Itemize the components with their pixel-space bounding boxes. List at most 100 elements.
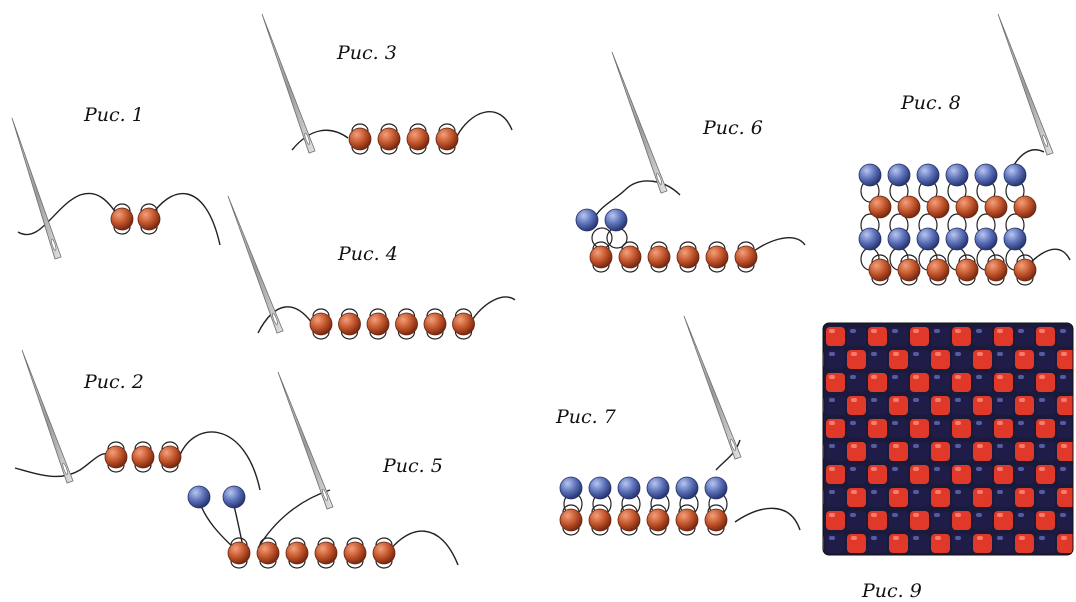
fig8-row2-bead: [868, 195, 892, 219]
fig7-bead: [559, 508, 583, 532]
fig7-bead: [588, 508, 612, 532]
fig5-needle-shaft: [277, 371, 334, 510]
fig1-bead: [137, 207, 161, 231]
fig2-bead: [104, 445, 128, 469]
fig6-needle-shaft: [611, 51, 668, 194]
fig5-bead: [256, 541, 280, 565]
fig4-needle: [227, 195, 284, 334]
beadwork-photo: [822, 322, 1074, 556]
fig8-label: Рис. 8: [901, 92, 961, 114]
fig7-thread-right: [734, 507, 801, 531]
fig3-bead: [406, 127, 430, 151]
fig1-label: Рис. 1: [84, 104, 144, 126]
fig7-top-bead: [559, 476, 583, 500]
fig7-bead: [617, 508, 641, 532]
fig1-needle: [11, 117, 62, 260]
fig5-bead: [285, 541, 309, 565]
fig4-thread-right: [469, 296, 516, 324]
fig6-label: Рис. 6: [703, 117, 763, 139]
fig4-bead: [366, 312, 390, 336]
fig8-row2-bead: [897, 195, 921, 219]
fig1-bead: [110, 207, 134, 231]
fig4-thread-left: [257, 306, 313, 334]
fig6-thread-b: [624, 180, 681, 196]
fig8-row4-bead: [984, 258, 1008, 282]
fig6-bead: [647, 245, 671, 269]
fig8-row1-bead: [858, 163, 882, 187]
fig8-row3-bead: [974, 227, 998, 251]
fig6-bead: [705, 245, 729, 269]
fig5-top-bead: [222, 485, 246, 509]
fig7-top-bead: [704, 476, 728, 500]
fig8-row1-bead: [916, 163, 940, 187]
fig2-needle-eye: [62, 462, 68, 475]
fig8-row2-bead: [984, 195, 1008, 219]
fig8-needle-eye: [1042, 134, 1048, 147]
fig9-label: Рис. 9: [862, 580, 922, 602]
fig6-top-bead: [575, 208, 599, 232]
fig4-needle-eye: [272, 312, 278, 325]
fig8-row4-bead: [868, 258, 892, 282]
fig8-needle-shaft: [997, 13, 1054, 156]
fig8-row4-bead: [926, 258, 950, 282]
fig5-bead: [372, 541, 396, 565]
fig1-needle-shaft: [11, 117, 62, 260]
fig5-thread-c: [257, 489, 331, 549]
fig2-bead: [158, 445, 182, 469]
fig1-thread-left: [17, 192, 121, 236]
fig7-bead: [646, 508, 670, 532]
beadwork-photo-border: [822, 322, 1074, 556]
fig2-needle-shaft: [21, 349, 74, 484]
fig1-needle-eye: [51, 238, 57, 251]
fig7-bead: [704, 508, 728, 532]
fig7-needle-shaft: [683, 315, 742, 460]
fig7-top-bead: [588, 476, 612, 500]
fig7-top-bead: [675, 476, 699, 500]
fig4-label: Рис. 4: [338, 243, 398, 265]
fig3-thread-right: [455, 111, 513, 139]
fig8-row1-bead: [945, 163, 969, 187]
fig8-needle: [997, 13, 1054, 156]
fig6-top-bead: [604, 208, 628, 232]
fig5-bead: [343, 541, 367, 565]
fig3-thread-left: [291, 129, 349, 151]
fig7-top-bead: [646, 476, 670, 500]
fig8-row4-bead: [955, 258, 979, 282]
fig4-needle-shaft: [227, 195, 284, 334]
fig3-bead: [435, 127, 459, 151]
fig1-thread-right: [149, 193, 221, 246]
fig6-needle: [611, 51, 668, 194]
fig8-row3-bead: [1003, 227, 1027, 251]
fig8-row2-bead: [1013, 195, 1037, 219]
fig4-bead: [452, 312, 475, 336]
fig6-bead: [589, 245, 613, 269]
fig2-label: Рис. 2: [84, 371, 144, 393]
fig7-top-bead: [617, 476, 641, 500]
fig8-row4-bead: [1013, 258, 1037, 282]
fig8-row4-bead: [897, 258, 921, 282]
fig3-bead: [377, 127, 401, 151]
fig8-row3-bead: [916, 227, 940, 251]
fig4-bead: [423, 312, 447, 336]
fig5-bead: [314, 541, 338, 565]
fig2-thread-left: [14, 453, 113, 478]
fig3-needle: [261, 13, 316, 154]
fig3-needle-eye: [304, 132, 310, 145]
fig8-row2-bead: [926, 195, 950, 219]
fig8-row1-bead: [887, 163, 911, 187]
beadwork-photo-fill: [823, 323, 1073, 555]
fig6-bead: [676, 245, 700, 269]
fig7-bead: [675, 508, 699, 532]
fig6-needle-eye: [656, 172, 662, 185]
fig8-row1-bead: [1003, 163, 1027, 187]
fig8-row3-bead: [858, 227, 882, 251]
fig3-label: Рис. 3: [337, 42, 397, 64]
fig5-thread-right: [389, 530, 459, 566]
fig5-top-bead: [187, 485, 211, 509]
fig6-bead: [734, 245, 758, 269]
fig7-needle: [683, 315, 742, 460]
fig4-bead: [338, 312, 361, 336]
fig3-bead: [348, 127, 372, 151]
